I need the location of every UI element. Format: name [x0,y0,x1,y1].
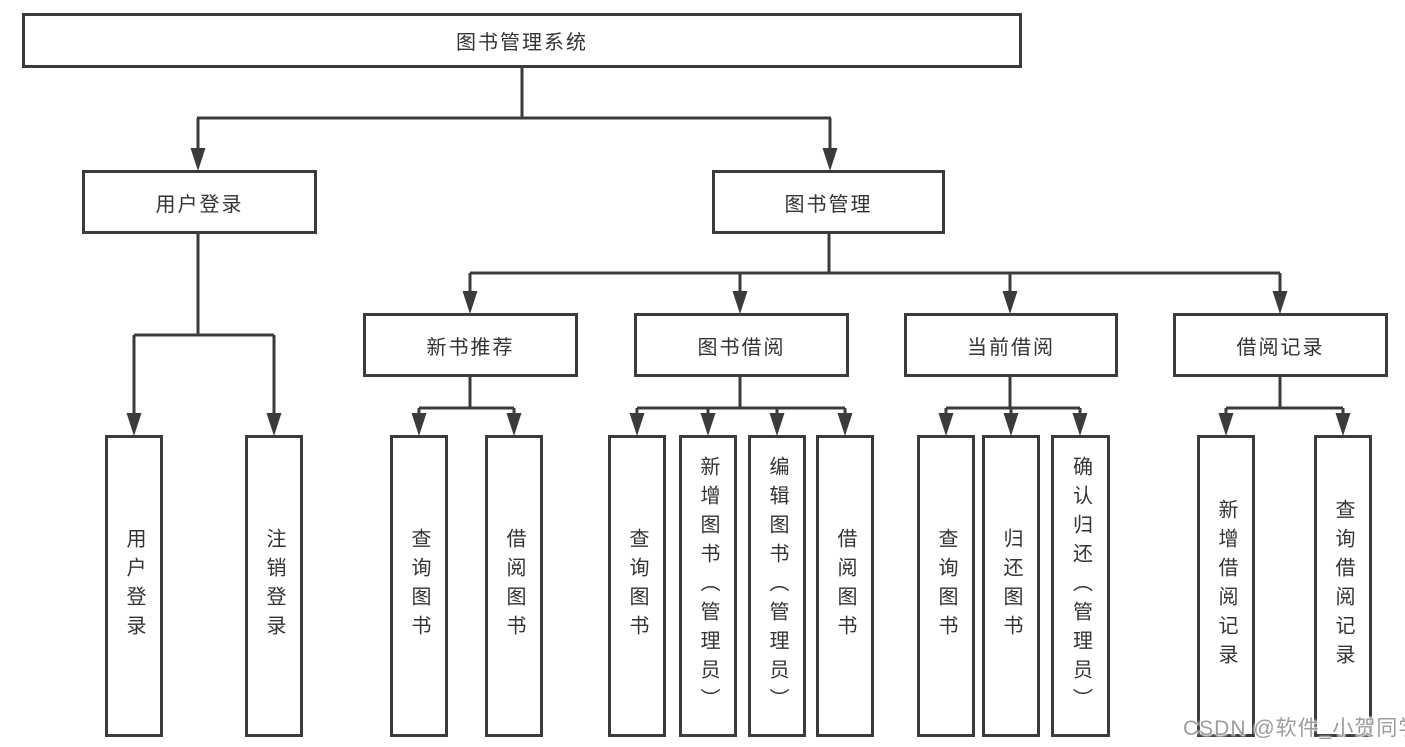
node-label: 图书管理系统 [456,32,588,54]
node-label: 查询图书 [408,528,430,644]
node-label: 图书借阅 [697,336,786,359]
connector-line [196,66,832,150]
leaf-query-books-borrowing: 查询图书 [608,435,666,737]
arrowhead-icon [822,148,838,171]
leaf-confirm-return-admin: 确认归还（管理员） [1051,435,1110,737]
node-library-management-system: 图书管理系统 [22,13,1022,68]
node-book-borrowing: 图书借阅 [634,313,849,377]
node-label: 编辑图书（管理员） [766,455,788,717]
connector-line [1224,375,1345,414]
node-label: 注销登录 [263,528,285,644]
arrowhead-icon [1003,413,1019,436]
arrowhead-icon [769,413,785,436]
arrowhead-icon [629,413,645,436]
node-user-login: 用户登录 [82,170,317,234]
node-label: 新书推荐 [426,336,515,359]
node-label: 查询图书 [935,528,957,644]
arrowhead-icon [837,413,853,436]
leaf-query-books-current: 查询图书 [917,435,975,737]
arrowhead-icon [1272,291,1288,314]
arrowhead-icon [126,413,142,436]
leaf-edit-books-admin: 编辑图书（管理员） [748,435,806,737]
node-label: 归还图书 [1000,528,1022,644]
arrowhead-icon [411,413,427,436]
leaf-borrow-books: 借阅图书 [816,435,874,737]
connector-line [635,375,847,414]
arrowhead-icon [1072,413,1088,436]
leaf-user-login: 用户登录 [105,435,163,737]
node-label: 图书管理 [784,193,873,216]
node-label: 借阅记录 [1236,336,1325,359]
arrowhead-icon [266,413,282,436]
arrowhead-icon [1002,291,1018,314]
node-label: 查询图书 [626,528,648,644]
connector-line [132,232,276,414]
node-label: 确认归还（管理员） [1069,455,1092,717]
node-label: 用户登录 [123,528,145,644]
node-label: 当前借阅 [967,336,1055,359]
arrowhead-icon [506,413,522,436]
node-label: 用户登录 [155,193,244,216]
arrowhead-icon [700,413,716,436]
leaf-query-books-recommend: 查询图书 [390,435,448,737]
node-borrowing-records: 借阅记录 [1173,313,1388,377]
node-label: 新增借阅记录 [1215,499,1237,673]
leaf-return-books: 归还图书 [982,435,1040,737]
node-label: 查询借阅记录 [1332,499,1354,673]
arrowhead-icon [1218,413,1234,436]
node-new-book-recommend: 新书推荐 [363,313,578,377]
node-current-borrowing: 当前借阅 [904,313,1118,377]
connector-line [468,232,1282,292]
leaf-add-books-admin: 新增图书（管理员） [679,435,737,737]
arrowhead-icon [732,291,748,314]
arrowhead-icon [462,291,478,314]
arrowhead-icon [190,148,206,171]
connector-line [417,375,516,414]
watermark: CSDN @软件_小贺同学 [1183,717,1405,740]
leaf-logout-login: 注销登录 [245,435,303,737]
connector-line [944,375,1082,414]
leaf-query-borrow-record: 查询借阅记录 [1314,435,1372,737]
leaf-add-borrow-record: 新增借阅记录 [1197,435,1255,737]
node-label: 借阅图书 [503,528,525,644]
node-book-management: 图书管理 [712,170,945,234]
leaf-borrow-books-recommend: 借阅图书 [485,435,543,737]
arrowhead-icon [1335,413,1351,436]
node-label: 借阅图书 [834,528,856,644]
arrowhead-icon [938,413,954,436]
node-label: 新增图书（管理员） [697,455,719,717]
